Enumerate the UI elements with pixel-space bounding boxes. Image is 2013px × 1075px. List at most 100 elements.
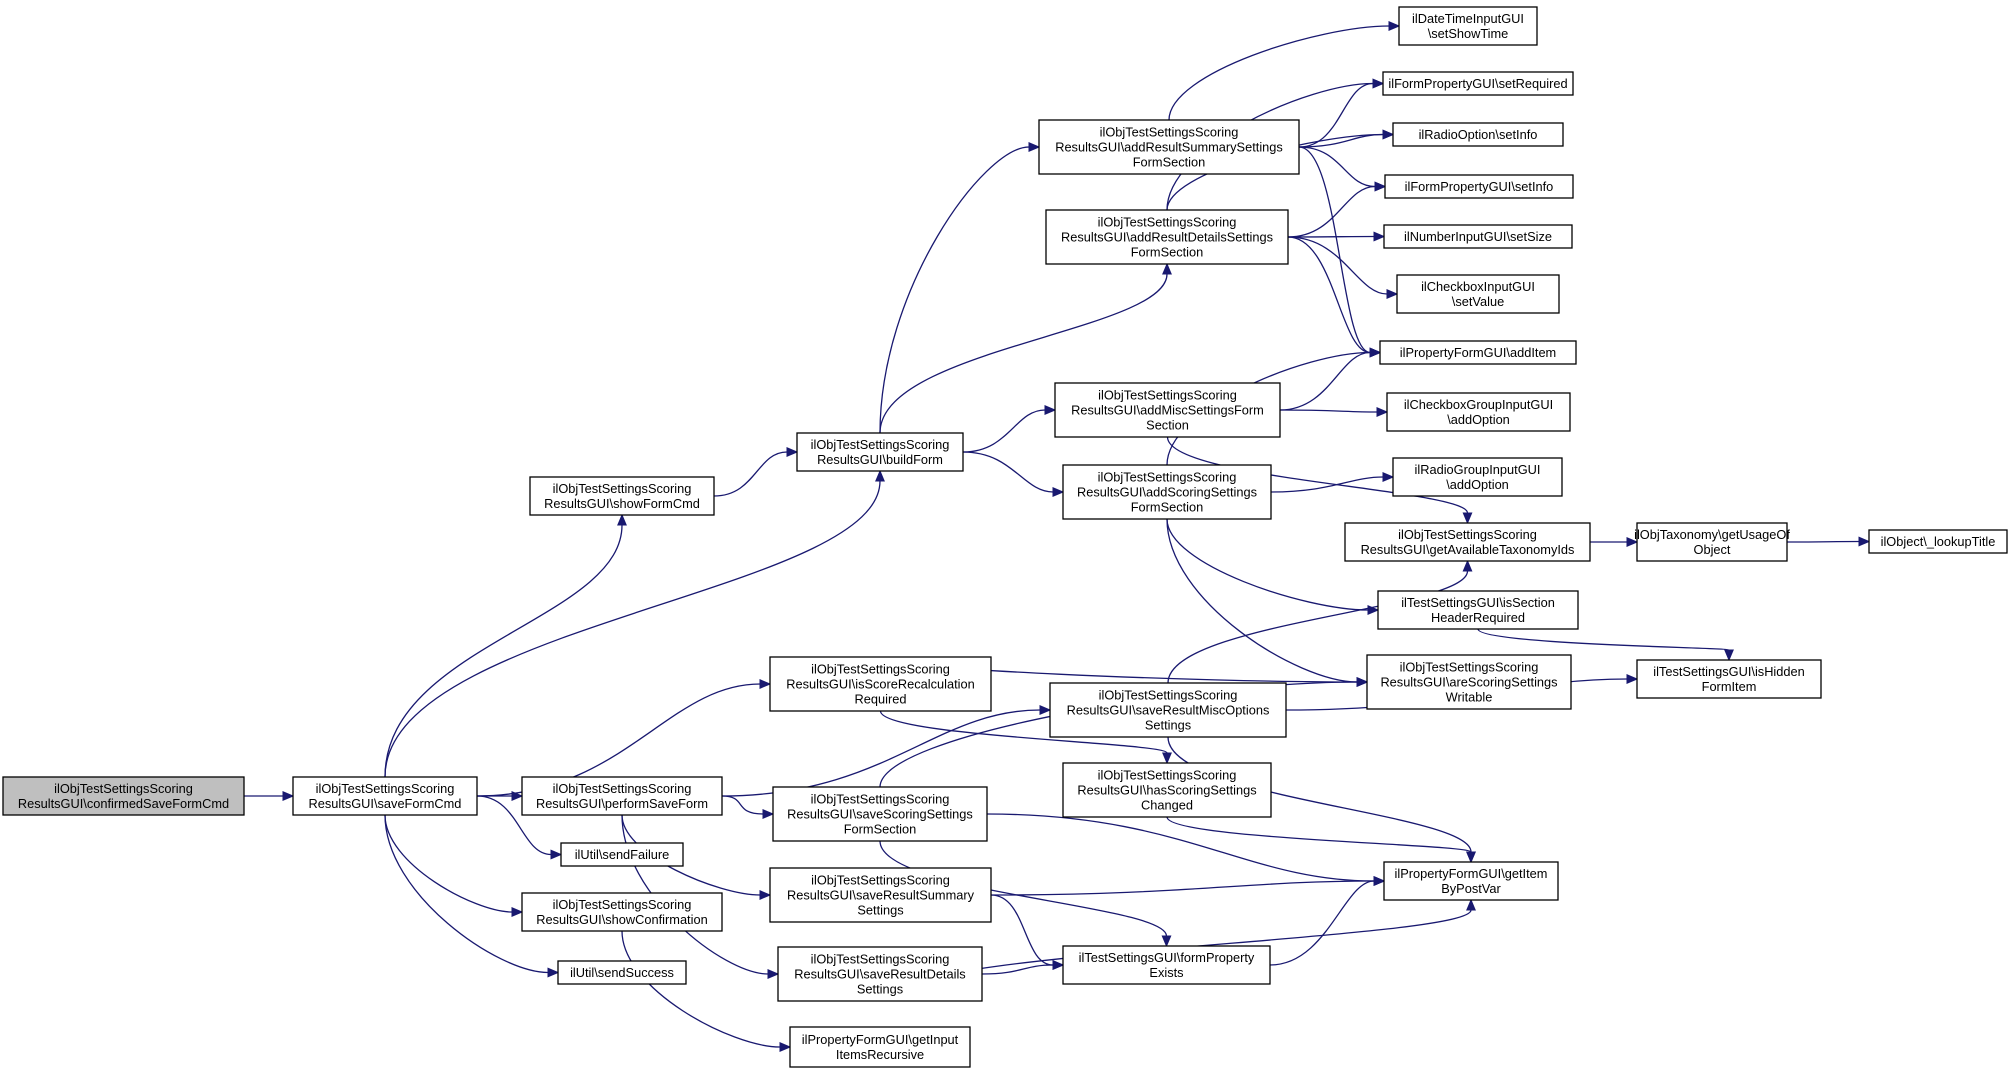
node-label-line: ilPropertyFormGUI\getInput <box>802 1032 959 1047</box>
edge-buildForm-to-addResultDetailsSettingsFormSection <box>879 273 1168 434</box>
edge-saveFormCmd-to-buildForm <box>384 480 881 778</box>
node-saveResultDetailsSettings[interactable]: ilObjTestSettingsScoringResultsGUI\saveR… <box>777 946 983 1002</box>
arrowhead-formPropertyExists-to-getItemByPostVar <box>1373 876 1386 886</box>
node-label-line: ResultsGUI\saveResultDetails <box>794 967 965 982</box>
edge-saveResultDetailsSettings-to-formPropertyExists <box>981 964 1054 975</box>
node-saveResultMiscOptionsSettings[interactable]: ilObjTestSettingsScoringResultsGUI\saveR… <box>1049 682 1287 738</box>
node-label-line: Settings <box>1145 718 1191 733</box>
node-checkboxGroupAddOption[interactable]: ilCheckboxGroupInputGUI\addOption <box>1386 392 1571 432</box>
node-label-line: ResultsGUI\saveScoringSettings <box>787 807 973 822</box>
edge-addScoringSettingsFormSection-to-radioGroupAddOption <box>1270 476 1384 493</box>
node-label-line: ilObjTestSettingsScoring <box>316 781 455 796</box>
edge-saveFormCmd-to-sendFailure <box>476 795 552 856</box>
node-label-line: ilCheckboxInputGUI <box>1421 279 1535 294</box>
node-setValue[interactable]: ilCheckboxInputGUI\setValue <box>1396 274 1560 314</box>
arrowhead-saveFormCmd-to-sendSuccess <box>547 967 560 978</box>
edge-saveResultMiscOptionsSettings-to-getAvailableTaxonomyIds <box>1167 570 1469 684</box>
node-label-line: ilObjTestSettingsScoring <box>1098 215 1237 230</box>
node-sendFailure[interactable]: ilUtil\sendFailure <box>560 842 684 867</box>
node-box <box>1396 274 1560 314</box>
node-showConfirmation[interactable]: ilObjTestSettingsScoringResultsGUI\showC… <box>521 892 723 932</box>
node-showFormCmd[interactable]: ilObjTestSettingsScoringResultsGUI\showF… <box>529 476 715 516</box>
edge-saveResultMiscOptionsSettings-to-getItemByPostVar <box>1167 736 1472 853</box>
node-addScoringSettingsFormSection[interactable]: ilObjTestSettingsScoringResultsGUI\addSc… <box>1062 464 1272 520</box>
node-radioSetInfo[interactable]: ilRadioOption\setInfo <box>1392 122 1564 147</box>
node-box <box>1868 529 2008 554</box>
node-label-line: ResultsGUI\showFormCmd <box>544 496 700 511</box>
node-box <box>1398 6 1538 46</box>
node-addItem[interactable]: ilPropertyFormGUI\addItem <box>1379 340 1577 365</box>
node-addResultSummarySettingsFormSection[interactable]: ilObjTestSettingsScoringResultsGUI\addRe… <box>1038 119 1300 175</box>
edge-isScoreRecalculationRequired-to-hasScoringSettingsChanged <box>879 710 1168 754</box>
edge-getUsageOfObject-to-lookupTitle <box>1786 540 1860 543</box>
node-box <box>777 946 983 1002</box>
node-label-line: ResultsGUI\saveFormCmd <box>309 796 462 811</box>
node-box <box>1379 340 1577 365</box>
node-label-line: ilObjTestSettingsScoring <box>553 481 692 496</box>
arrowhead-performSaveForm-to-saveResultSummarySettings <box>759 890 772 900</box>
node-sendSuccess[interactable]: ilUtil\sendSuccess <box>557 960 687 985</box>
node-lookupTitle[interactable]: ilObject\_lookupTitle <box>1868 529 2008 554</box>
edge-isSectionHeaderRequired-to-isHiddenFormItem <box>1477 628 1730 651</box>
node-addResultDetailsSettingsFormSection[interactable]: ilObjTestSettingsScoringResultsGUI\addRe… <box>1045 209 1289 265</box>
node-isScoreRecalculationRequired[interactable]: ilObjTestSettingsScoringResultsGUI\isSco… <box>769 656 992 712</box>
node-label-line: ilTestSettingsGUI\formProperty <box>1079 950 1255 965</box>
node-label-line: ilRadioOption\setInfo <box>1419 127 1538 142</box>
node-box <box>1636 659 1822 699</box>
edge-showConfirmation-to-getInputItemsRecursive <box>621 930 781 1048</box>
edge-addScoringSettingsFormSection-to-areScoringSettingsWritable <box>1166 518 1358 683</box>
node-box <box>1383 861 1559 901</box>
edge-buildForm-to-addMiscSettingsFormSection <box>962 409 1046 453</box>
edges-layer <box>244 21 1871 1052</box>
edge-saveFormCmd-to-showConfirmation <box>384 814 513 913</box>
node-label-line: ilFormPropertyGUI\setInfo <box>1405 179 1554 194</box>
node-performSaveForm[interactable]: ilObjTestSettingsScoringResultsGUI\perfo… <box>521 776 723 816</box>
node-label-line: ilTestSettingsGUI\isSection <box>1401 595 1555 610</box>
node-hasScoringSettingsChanged[interactable]: ilObjTestSettingsScoringResultsGUI\hasSc… <box>1062 762 1272 818</box>
node-label-line: ItemsRecursive <box>836 1047 924 1062</box>
node-areScoringSettingsWritable[interactable]: ilObjTestSettingsScoringResultsGUI\areSc… <box>1366 654 1572 710</box>
arrowhead-saveFormCmd-to-showFormCmd <box>617 513 627 526</box>
node-label-line: ResultsGUI\confirmedSaveFormCmd <box>18 796 229 811</box>
node-addMiscSettingsFormSection[interactable]: ilObjTestSettingsScoringResultsGUI\addMi… <box>1054 382 1281 438</box>
node-label-line: ilCheckboxGroupInputGUI <box>1404 397 1553 412</box>
edge-addResultDetailsSettingsFormSection-to-formPropSetInfo <box>1287 185 1376 238</box>
node-radioGroupAddOption[interactable]: ilRadioGroupInputGUI\addOption <box>1392 457 1563 497</box>
node-setRequired[interactable]: ilFormPropertyGUI\setRequired <box>1382 71 1574 96</box>
node-label-line: \addOption <box>1447 412 1510 427</box>
node-label-line: HeaderRequired <box>1431 610 1525 625</box>
node-label-line: FormSection <box>844 822 917 837</box>
node-saveResultSummarySettings[interactable]: ilObjTestSettingsScoringResultsGUI\saveR… <box>769 867 992 923</box>
edge-buildForm-to-addResultSummarySettingsFormSection <box>879 146 1030 434</box>
edge-formPropertyExists-to-getItemByPostVar <box>1269 880 1375 966</box>
node-label-line: ilFormPropertyGUI\setRequired <box>1388 76 1567 91</box>
edge-hasScoringSettingsChanged-to-getItemByPostVar <box>1166 816 1472 853</box>
node-isSectionHeaderRequired[interactable]: ilTestSettingsGUI\isSectionHeaderRequire… <box>1377 590 1579 630</box>
arrowhead-saveResultMiscOptionsSettings-to-getAvailableTaxonomyIds <box>1462 559 1473 572</box>
node-setSize[interactable]: ilNumberInputGUI\setSize <box>1383 224 1573 249</box>
node-buildForm[interactable]: ilObjTestSettingsScoringResultsGUI\build… <box>796 432 964 472</box>
node-label-line: FormSection <box>1133 155 1206 170</box>
node-label-line: Settings <box>857 903 903 918</box>
node-label-line: ResultsGUI\saveResultMiscOptions <box>1067 703 1270 718</box>
node-setShowTime[interactable]: ilDateTimeInputGUI\setShowTime <box>1398 6 1538 46</box>
arrowhead-saveFormCmd-to-performSaveForm <box>511 791 524 801</box>
arrowhead-addResultDetailsSettingsFormSection-to-setValue <box>1386 289 1399 299</box>
node-formPropSetInfo[interactable]: ilFormPropertyGUI\setInfo <box>1384 174 1574 199</box>
edge-saveFormCmd-to-showFormCmd <box>384 524 623 778</box>
node-saveScoringSettingsFormSection[interactable]: ilObjTestSettingsScoringResultsGUI\saveS… <box>772 786 988 842</box>
node-saveFormCmd[interactable]: ilObjTestSettingsScoringResultsGUI\saveF… <box>292 776 478 816</box>
node-getAvailableTaxonomyIds[interactable]: ilObjTestSettingsScoringResultsGUI\getAv… <box>1344 522 1591 562</box>
node-box <box>560 842 684 867</box>
node-label-line: ilObjTestSettingsScoring <box>553 897 692 912</box>
arrowhead-addMiscSettingsFormSection-to-getAvailableTaxonomyIds <box>1462 512 1473 525</box>
node-confirmedSaveFormCmd[interactable]: ilObjTestSettingsScoringResultsGUI\confi… <box>2 776 245 816</box>
edge-addScoringSettingsFormSection-to-isSectionHeaderRequired <box>1166 518 1369 611</box>
node-label-line: ilObjTestSettingsScoring <box>811 437 950 452</box>
node-box <box>1366 654 1572 710</box>
